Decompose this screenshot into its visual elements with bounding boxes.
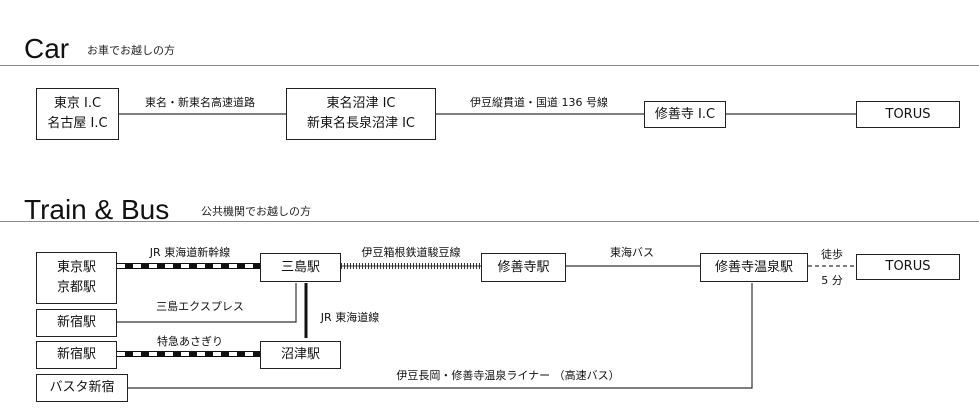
tokaido-line-label: JR 東海道線 <box>320 311 380 324</box>
tokyo-kyoto-station-box: 東京駅 京都駅 <box>36 252 117 304</box>
shinjuku-station-box-2: 新宿駅 <box>36 341 117 369</box>
torus-car-label: TORUS <box>885 106 931 122</box>
torus-train-label: TORUS <box>885 259 931 274</box>
nagaizumi-ic-label: 新東名長泉沼津 IC <box>306 116 416 131</box>
torus-car-box: TORUS <box>856 101 960 128</box>
tokyo-station-label: 東京駅 <box>56 260 96 275</box>
numazu-station-label: 沼津駅 <box>280 347 320 362</box>
shinjuku-station-box-1: 新宿駅 <box>36 309 117 337</box>
shuzenji-station-box: 修善寺駅 <box>481 253 566 282</box>
nagoya-ic-label: 名古屋 I.C <box>47 116 108 131</box>
busta-shinjuku-box: バスタ新宿 <box>36 374 128 402</box>
expressway-label: 東名・新東名高速道路 <box>145 96 255 109</box>
walk-time-label: 5 分 <box>821 274 843 287</box>
mishima-express-label: 三島エクスプレス <box>156 300 244 313</box>
onsen-station-box: 修善寺温泉駅 <box>700 253 808 282</box>
car-subtitle: お車でお越しの方 <box>87 44 175 57</box>
liner-line <box>128 283 753 389</box>
torus-train-box: TORUS <box>856 254 960 280</box>
liner-label: 伊豆長岡・修善寺温泉ライナー （高速バス） <box>396 369 620 382</box>
shuzenji-station-label: 修善寺駅 <box>497 259 550 275</box>
shinkansen-label: JR 東海道新幹線 <box>149 246 231 259</box>
shuzenji-ic-label: 修善寺 I.C <box>654 106 716 122</box>
izu-road-label: 伊豆縦貫道・国道 136 号線 <box>470 96 608 109</box>
shuzenji-ic-box: 修善寺 I.C <box>644 101 726 128</box>
train-subtitle: 公共機関でお越しの方 <box>201 205 311 218</box>
izuhakone-label: 伊豆箱根鉄道駿豆線 <box>361 246 461 259</box>
mishima-station-label: 三島駅 <box>280 259 320 275</box>
kyoto-station-label: 京都駅 <box>56 280 96 295</box>
train-divider <box>0 221 979 222</box>
mishima-station-box: 三島駅 <box>260 253 341 282</box>
tokyo-ic-label: 東京 I.C <box>53 96 102 111</box>
onsen-station-label: 修善寺温泉駅 <box>714 259 793 275</box>
shinjuku-station-label-1: 新宿駅 <box>56 315 96 330</box>
train-heading: Train & Bus <box>24 194 170 225</box>
car-divider <box>0 65 979 66</box>
numazu-station-box: 沼津駅 <box>260 341 341 369</box>
walk-label: 徒歩 <box>821 248 843 261</box>
car-heading: Car <box>24 33 70 64</box>
busta-shinjuku-label: バスタ新宿 <box>49 380 115 395</box>
numazu-ic-label: 東名沼津 IC <box>326 96 396 111</box>
tokyo-nagoya-ic-box: 東京 I.C 名古屋 I.C <box>36 88 119 140</box>
tokai-bus-label: 東海バス <box>610 246 654 259</box>
odoriko-label: 特急あさぎり <box>157 335 223 348</box>
shinjuku-station-label-2: 新宿駅 <box>56 347 96 362</box>
numazu-ic-box: 東名沼津 IC 新東名長泉沼津 IC <box>286 88 436 140</box>
mishima-express-line <box>117 283 297 323</box>
